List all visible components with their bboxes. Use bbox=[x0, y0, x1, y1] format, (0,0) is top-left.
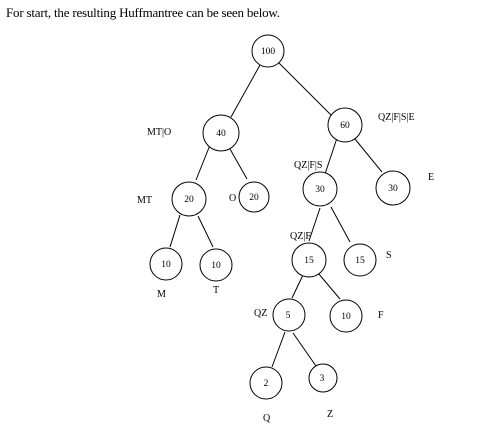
edge-20-t10 bbox=[197, 215, 214, 248]
node-o-value: 20 bbox=[249, 193, 259, 203]
node-m-label: M bbox=[157, 289, 166, 300]
node-m-value: 10 bbox=[161, 260, 171, 270]
edge-root-60 bbox=[277, 61, 335, 119]
node-q-label: Q bbox=[263, 413, 271, 424]
node-s-value: 15 bbox=[355, 256, 365, 266]
node-e-label: E bbox=[428, 172, 434, 183]
node-f-label: F bbox=[378, 310, 384, 321]
node-o-label: O bbox=[229, 193, 236, 204]
node-z-value: 3 bbox=[320, 374, 325, 384]
node-mt: 20 MT bbox=[137, 181, 207, 217]
node-e: 30 E bbox=[375, 170, 434, 206]
tree-nodes: 100 40 MT|O 60 QZ|F|S|E 20 MT 20 O 30 QZ… bbox=[137, 34, 434, 424]
edge-60-30 bbox=[324, 137, 338, 175]
node-qz: 5 QZ bbox=[254, 298, 306, 332]
node-mt-o: 40 MT|O bbox=[147, 114, 240, 152]
edge-40-o20 bbox=[229, 148, 248, 180]
node-e-value: 30 bbox=[388, 184, 398, 194]
edge-5-z3 bbox=[292, 332, 317, 367]
node-qz-value: 5 bbox=[286, 311, 291, 321]
node-t-value: 10 bbox=[211, 261, 221, 271]
edge-15-5 bbox=[291, 274, 304, 299]
node-qzfs: 30 QZ|F|S bbox=[294, 160, 338, 207]
node-mt-o-label: MT|O bbox=[147, 127, 171, 138]
edge-15-f10 bbox=[317, 272, 341, 300]
node-qz-label: QZ bbox=[254, 308, 267, 319]
node-qzfs-value: 30 bbox=[315, 185, 325, 195]
node-root-value: 100 bbox=[261, 47, 276, 57]
node-z: 3 Z bbox=[308, 363, 338, 420]
node-m: 10 M bbox=[149, 247, 183, 300]
node-qzf-label: QZ|F bbox=[290, 231, 311, 242]
node-f-value: 10 bbox=[341, 312, 351, 322]
edge-30-15 bbox=[308, 207, 321, 242]
node-qzfse: 60 QZ|F|S|E bbox=[327, 107, 415, 143]
node-o: 20 O bbox=[229, 181, 270, 213]
node-s-label: S bbox=[386, 250, 392, 261]
node-qzfse-value: 60 bbox=[340, 121, 350, 131]
node-mt-value: 20 bbox=[184, 195, 194, 205]
edge-5-q2 bbox=[271, 331, 286, 368]
caption: For start, the resulting Huffmantree can… bbox=[6, 5, 280, 20]
node-q-value: 2 bbox=[264, 379, 269, 389]
edge-60-e30 bbox=[354, 138, 383, 173]
node-qzf: 15 QZ|F bbox=[290, 231, 327, 278]
node-qzfse-label: QZ|F|S|E bbox=[378, 112, 415, 123]
edge-40-20 bbox=[195, 144, 211, 181]
node-q: 2 Q bbox=[249, 366, 283, 424]
edge-20-m10 bbox=[169, 214, 181, 248]
node-t: 10 T bbox=[199, 248, 233, 296]
edge-30-s15 bbox=[330, 206, 351, 243]
node-mt-o-value: 40 bbox=[216, 129, 226, 139]
edge-root-40 bbox=[230, 64, 261, 118]
tree-edges bbox=[169, 61, 383, 368]
node-mt-label: MT bbox=[137, 195, 152, 206]
node-z-label: Z bbox=[327, 409, 333, 420]
node-t-label: T bbox=[213, 285, 219, 296]
node-s: 15 S bbox=[343, 243, 392, 277]
node-qzf-value: 15 bbox=[304, 256, 314, 266]
node-f: 10 F bbox=[329, 299, 384, 333]
node-qzfs-label: QZ|F|S bbox=[294, 160, 322, 171]
node-root: 100 bbox=[251, 34, 285, 68]
